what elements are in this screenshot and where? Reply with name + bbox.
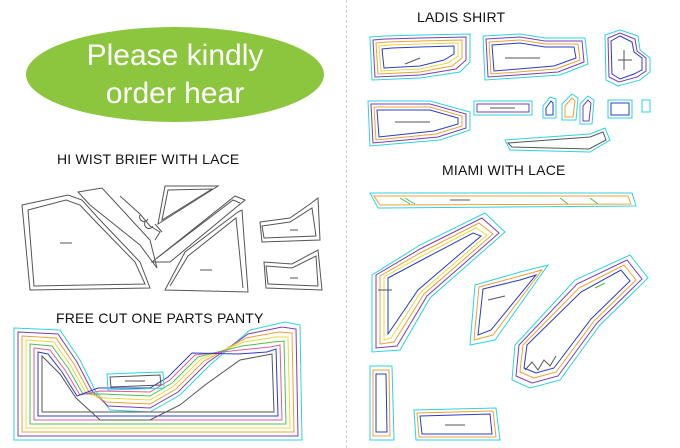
miami-pattern <box>369 192 649 441</box>
miami-title: MIAMI WITH LACE <box>442 162 566 178</box>
ladies-shirt-title: LADIS SHIRT <box>417 9 506 25</box>
order-badge[interactable]: Please kindly order hear <box>26 27 324 122</box>
badge-line-2: order hear <box>105 76 245 110</box>
hi-wist-brief-title: HI WIST BRIEF WITH LACE <box>57 151 240 167</box>
ladies-shirt-pattern <box>367 29 651 153</box>
hi-wist-brief-pattern <box>21 185 323 293</box>
free-cut-title: FREE CUT ONE PARTS PANTY <box>56 310 264 326</box>
badge-line-1: Please kindly <box>86 38 264 72</box>
free-cut-pattern <box>13 321 303 441</box>
panel-divider <box>346 0 347 448</box>
